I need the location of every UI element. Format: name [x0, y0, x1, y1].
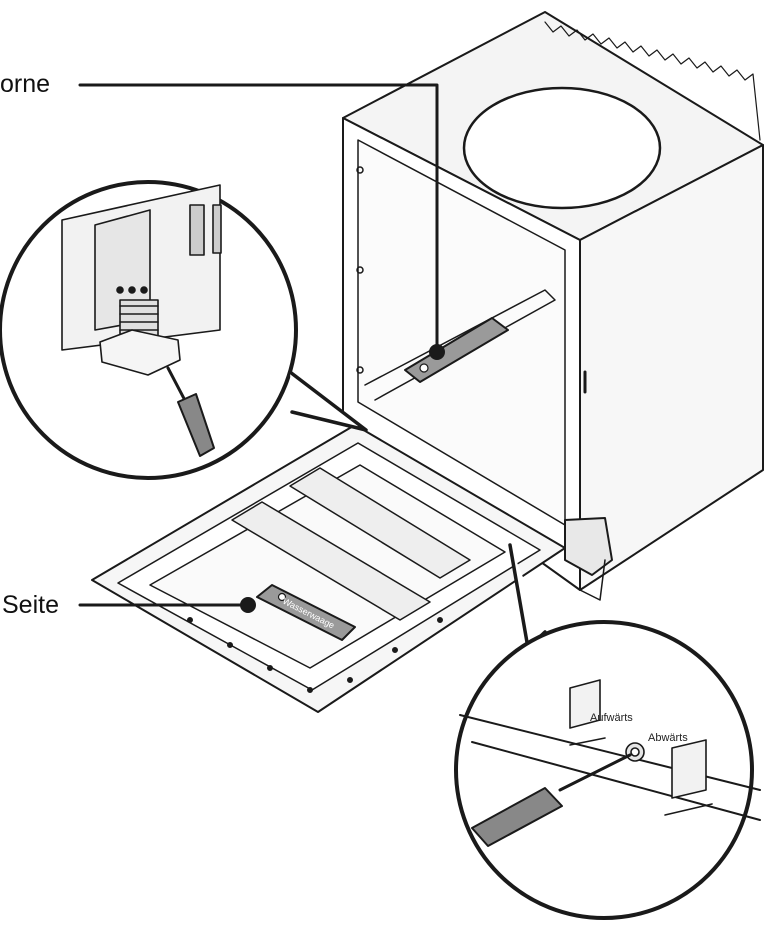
screwdriver-handle-2	[471, 787, 563, 847]
screwdriver-shaft-2	[558, 753, 632, 792]
spirit-level-side	[256, 584, 356, 641]
callout-label-front: orne	[0, 70, 51, 98]
callout-label-side: Seite	[2, 591, 59, 619]
label-down: Abwärts	[648, 732, 688, 744]
detail-foot-adjustment	[0, 180, 368, 480]
detail-pointer-top	[288, 370, 368, 432]
open-door	[91, 424, 566, 713]
screwdriver-handle-1	[177, 393, 215, 457]
spirit-level-front	[404, 317, 509, 383]
cabinet-top-rim	[544, 21, 761, 141]
leader-dot-side	[240, 597, 256, 613]
door-hinge	[564, 517, 613, 576]
label-up: Aufwärts	[590, 712, 633, 724]
detail-door-adjustment	[454, 543, 761, 920]
spray-arm-disc	[462, 86, 662, 210]
door-rib-right	[289, 467, 471, 579]
door-rib-left	[231, 501, 431, 621]
leader-line-top	[78, 83, 439, 354]
leader-dot-top	[429, 344, 445, 360]
